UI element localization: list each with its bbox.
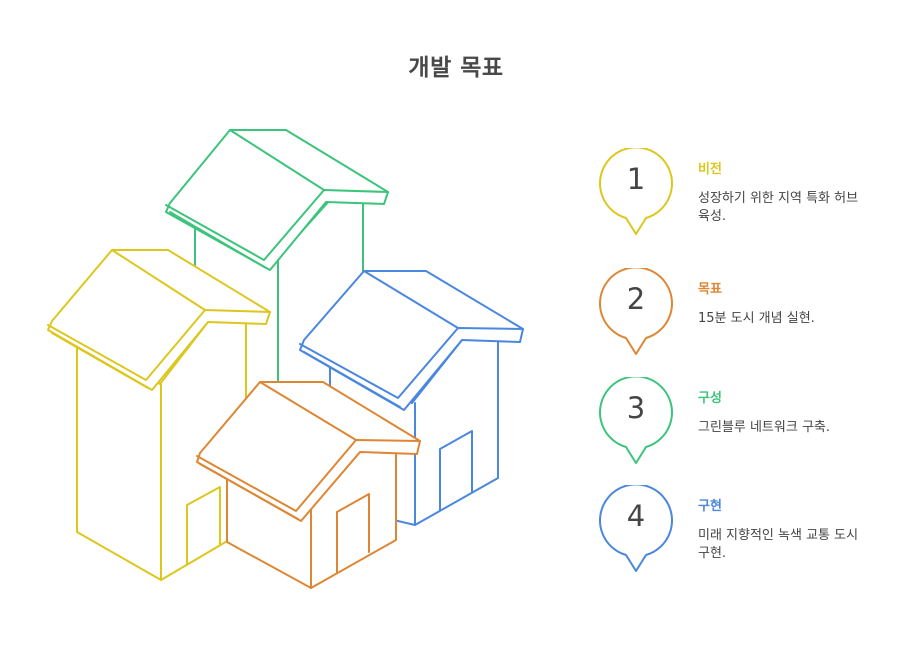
map-pin-icon (599, 148, 673, 235)
item-number: 2 (626, 282, 646, 316)
orange-house-icon (196, 381, 421, 589)
item-title: 구현 (698, 499, 722, 514)
map-pin-icon (599, 485, 673, 572)
item-description: 15분 도시 개념 실현. (698, 311, 815, 326)
goal-item-implementation: 4 구현 미래 지향적인 녹색 교통 도시 구현. (598, 485, 898, 580)
item-number: 4 (626, 499, 646, 533)
item-description: 그린블루 네트워크 구축. (698, 420, 830, 435)
item-title: 비전 (698, 162, 722, 177)
yellow-house-icon (47, 249, 271, 581)
houses-illustration (47, 129, 524, 589)
goal-item-vision: 1 비전 성장하기 위한 지역 특화 허브 육성. (598, 148, 898, 243)
item-number: 1 (626, 162, 646, 196)
item-description: 성장하기 위한 지역 특화 허브 육성. (698, 191, 859, 224)
item-title: 구성 (698, 391, 722, 406)
page-title: 개발 목표 (408, 55, 504, 81)
goal-item-composition: 3 구성 그린블루 네트워크 구축. (598, 377, 898, 472)
item-description: 미래 지향적인 녹색 교통 도시 구현. (698, 528, 859, 561)
item-title: 목표 (698, 282, 722, 297)
item-number: 3 (626, 391, 646, 425)
map-pin-icon (599, 377, 673, 464)
map-pin-icon (599, 268, 673, 355)
goal-item-target: 2 목표 15분 도시 개념 실현. (598, 268, 898, 363)
